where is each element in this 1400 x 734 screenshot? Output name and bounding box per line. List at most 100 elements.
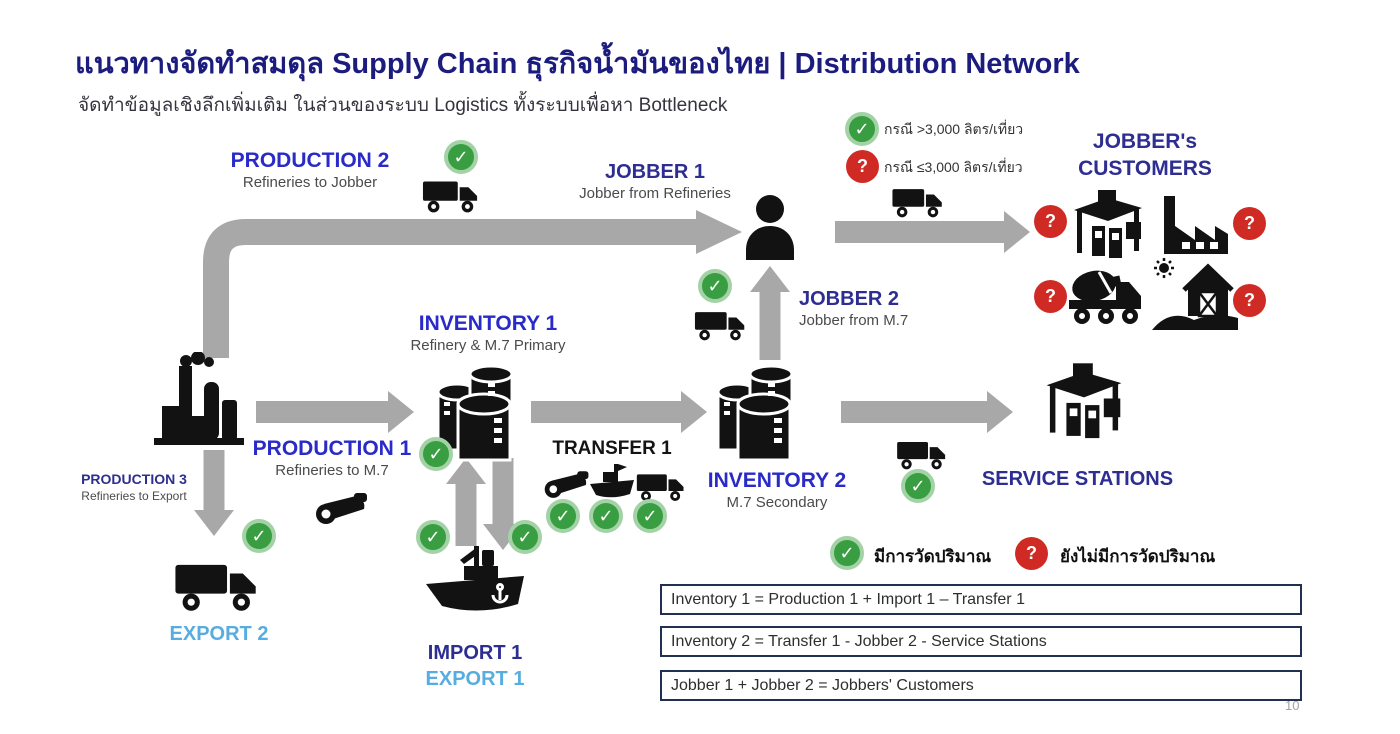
node-jobber2-title: JOBBER 2 bbox=[799, 288, 900, 310]
node-transfer1: TRANSFER 1 bbox=[534, 437, 690, 461]
node-service-stations: SERVICE STATIONS bbox=[960, 467, 1195, 492]
import-export-ship-icon bbox=[424, 542, 526, 622]
node-production1-subtitle: Refineries to M.7 bbox=[275, 462, 389, 480]
node-inventory1-title: INVENTORY 1 bbox=[418, 312, 558, 335]
page-number: 10 bbox=[1285, 698, 1300, 713]
node-import1-export1: IMPORT 1 EXPORT 1 bbox=[410, 640, 540, 692]
check-glyph: ✓ bbox=[854, 118, 870, 139]
question-icon: ? bbox=[1034, 280, 1067, 313]
check-icon: ✓ bbox=[242, 519, 276, 553]
question-icon: ? bbox=[1233, 284, 1266, 317]
node-export1-title: EXPORT 1 bbox=[425, 668, 525, 690]
check-icon: ✓ bbox=[444, 140, 478, 174]
arrow-refinery-to-inventory1 bbox=[256, 391, 414, 433]
customer-gas-station-icon bbox=[1068, 190, 1148, 264]
check-glyph: ✓ bbox=[642, 505, 658, 526]
transfer-barge-icon bbox=[588, 462, 636, 502]
node-jobbers-customers-line1: JOBBER's bbox=[1092, 130, 1198, 153]
node-inventory2-subtitle: M.7 Secondary bbox=[726, 494, 828, 512]
arrow-import1-up bbox=[446, 458, 486, 546]
customer-mixer-truck-icon bbox=[1066, 266, 1146, 330]
node-jobber1-title: JOBBER 1 bbox=[604, 161, 706, 183]
question-icon: ? bbox=[846, 150, 879, 183]
check-icon: ✓ bbox=[845, 112, 879, 146]
refinery-icon bbox=[148, 352, 248, 446]
node-inventory2: INVENTORY 2 M.7 Secondary bbox=[692, 468, 862, 513]
check-glyph: ✓ bbox=[453, 146, 469, 167]
question-icon: ? bbox=[1233, 207, 1266, 240]
check-glyph: ✓ bbox=[517, 526, 533, 547]
legend-check-icon: ✓ bbox=[830, 536, 864, 570]
question-icon: ? bbox=[1034, 205, 1067, 238]
export2-truck-icon bbox=[174, 554, 260, 616]
transfer-truck-icon bbox=[636, 468, 686, 504]
check-glyph: ✓ bbox=[555, 505, 571, 526]
arrow-inventory1-to-inventory2 bbox=[531, 391, 707, 433]
arrow-inventory2-to-service-stations bbox=[841, 391, 1013, 433]
node-jobber2: JOBBER 2 Jobber from M.7 bbox=[799, 287, 959, 331]
legend-unmeasured-case: กรณี ≤3,000 ลิตร/เที่ยว bbox=[884, 159, 1023, 175]
node-inventory1-subtitle: Refinery & M.7 Primary bbox=[410, 337, 566, 355]
question-glyph: ? bbox=[1244, 290, 1255, 310]
node-export2-title: EXPORT 2 bbox=[169, 623, 269, 645]
check-icon: ✓ bbox=[416, 520, 450, 554]
node-inventory1: INVENTORY 1 Refinery & M.7 Primary bbox=[383, 311, 593, 356]
node-production3-subtitle: Refineries to Export bbox=[81, 488, 187, 503]
jobber-person-icon bbox=[740, 194, 800, 260]
node-import1-title: IMPORT 1 bbox=[427, 642, 523, 664]
check-icon: ✓ bbox=[508, 520, 542, 554]
page-title: แนวทางจัดทำสมดุล Supply Chain ธุรกิจน้ำม… bbox=[75, 48, 1080, 80]
arrow-production3-down bbox=[193, 450, 235, 536]
check-icon: ✓ bbox=[419, 437, 453, 471]
arrow-jobber1-to-customers bbox=[835, 211, 1030, 253]
node-jobbers-customers-line2: CUSTOMERS bbox=[1078, 157, 1212, 181]
legend-measured-case: กรณี >3,000 ลิตร/เที่ยว bbox=[884, 121, 1024, 137]
production1-pipeline-icon bbox=[314, 492, 370, 526]
check-glyph: ✓ bbox=[428, 443, 444, 464]
node-jobbers-customers: JOBBER's CUSTOMERS bbox=[1030, 128, 1260, 183]
formula-jobbers: Jobber 1 + Jobber 2 = Jobbers' Customers bbox=[660, 670, 1302, 701]
inventory2-tanks-icon bbox=[710, 362, 816, 462]
check-glyph: ✓ bbox=[707, 275, 723, 296]
node-export2: EXPORT 2 bbox=[158, 622, 280, 647]
question-glyph: ? bbox=[1045, 286, 1056, 306]
customer-factory-icon bbox=[1160, 194, 1232, 258]
check-glyph: ✓ bbox=[425, 526, 441, 547]
check-glyph: ✓ bbox=[839, 542, 855, 563]
legend-question-icon: ? bbox=[1015, 537, 1048, 570]
check-glyph: ✓ bbox=[910, 475, 926, 496]
jobber-delivery-truck-icon bbox=[891, 183, 945, 220]
node-inventory2-title: INVENTORY 2 bbox=[707, 469, 847, 492]
question-glyph: ? bbox=[1045, 211, 1056, 231]
check-glyph: ✓ bbox=[598, 505, 614, 526]
node-production2-title: PRODUCTION 2 bbox=[230, 149, 390, 172]
check-icon: ✓ bbox=[546, 499, 580, 533]
question-glyph: ? bbox=[1244, 213, 1255, 233]
customer-farm-icon bbox=[1152, 258, 1238, 330]
check-icon: ✓ bbox=[589, 499, 623, 533]
service-station-icon bbox=[1040, 362, 1128, 446]
check-icon: ✓ bbox=[698, 269, 732, 303]
node-production2-subtitle: Refineries to Jobber bbox=[242, 174, 378, 192]
formula-inventory2: Inventory 2 = Transfer 1 - Jobber 2 - Se… bbox=[660, 626, 1302, 657]
transfer-pipeline-icon bbox=[543, 470, 591, 500]
node-service-stations-title: SERVICE STATIONS bbox=[981, 468, 1174, 490]
service-station-truck-icon bbox=[894, 436, 950, 472]
node-transfer1-title: TRANSFER 1 bbox=[552, 438, 672, 459]
formula-inventory1: Inventory 1 = Production 1 + Import 1 – … bbox=[660, 584, 1302, 615]
production2-truck-icon bbox=[422, 174, 480, 216]
page-subtitle: จัดทำข้อมูลเชิงลึกเพิ่มเติม ในส่วนของระบ… bbox=[78, 95, 728, 116]
node-jobber1: JOBBER 1 Jobber from Refineries bbox=[560, 160, 750, 204]
check-icon: ✓ bbox=[633, 499, 667, 533]
legend-measured-label: มีการวัดปริมาณ bbox=[874, 547, 992, 566]
question-glyph: ? bbox=[1026, 543, 1037, 563]
arrow-jobber2-up bbox=[749, 266, 791, 360]
node-production3: PRODUCTION 3 Refineries to Export bbox=[66, 471, 202, 504]
node-production3-title: PRODUCTION 3 bbox=[81, 471, 187, 487]
question-glyph: ? bbox=[857, 156, 868, 176]
arrow-refinery-to-jobber1 bbox=[203, 210, 742, 358]
node-production1: PRODUCTION 1 Refineries to M.7 bbox=[238, 436, 426, 481]
node-jobber1-subtitle: Jobber from Refineries bbox=[579, 185, 731, 202]
jobber2-truck-icon bbox=[694, 306, 747, 343]
